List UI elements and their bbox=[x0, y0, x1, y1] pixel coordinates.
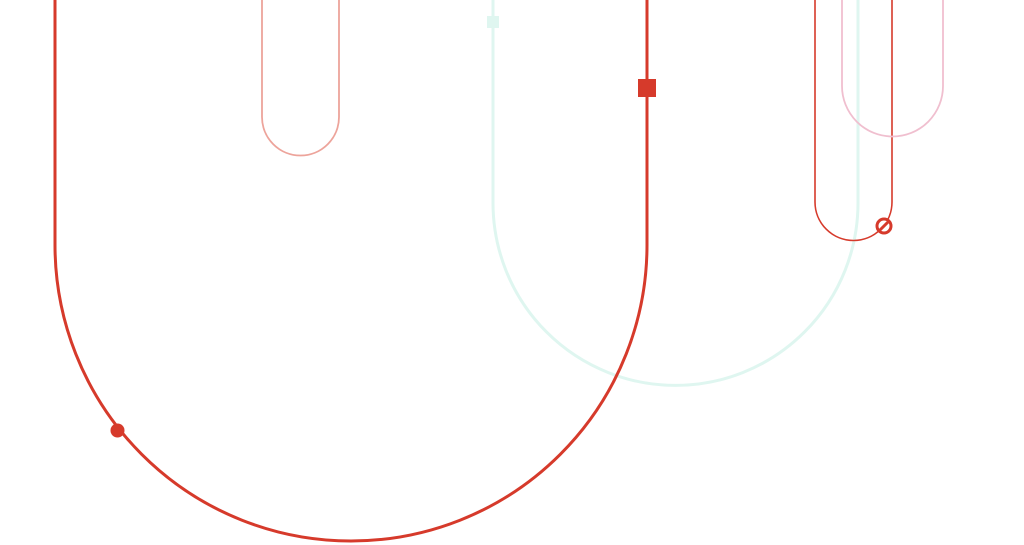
mint-u-shape bbox=[491, 0, 860, 387]
circle-slash-icon bbox=[875, 217, 893, 235]
large-red-u-shape bbox=[53, 0, 649, 543]
filled-circle-icon bbox=[110, 423, 125, 438]
mint-square-icon bbox=[487, 16, 499, 28]
pink-u-shape bbox=[841, 0, 944, 138]
small-soft-red-u-shape bbox=[261, 0, 340, 157]
filled-square-icon bbox=[638, 79, 656, 97]
thin-red-u-shape bbox=[814, 0, 893, 242]
